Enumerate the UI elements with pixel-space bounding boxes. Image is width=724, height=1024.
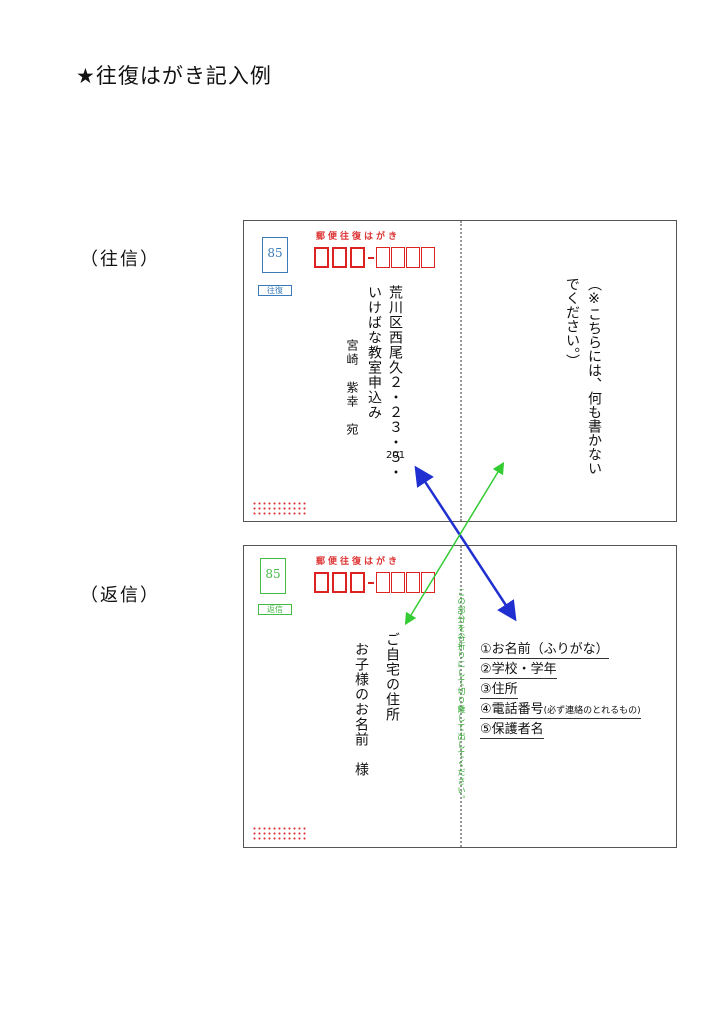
page-title: ★往復はがき記入例 — [76, 64, 272, 88]
dotted-footer-icon — [252, 501, 308, 515]
outgoing-label: （往信） — [80, 249, 160, 270]
fold-note: この部分を谷折りにして切り離して出してください。 — [457, 588, 466, 804]
card-header: 郵便往復はがき — [316, 557, 401, 567]
stamp-icon: 85 — [262, 237, 288, 273]
dotted-footer-icon — [252, 826, 308, 840]
list-item: ⑤保護者名 — [480, 718, 544, 739]
postal-code-boxes — [314, 572, 436, 593]
address-line: 荒川区西尾久２・２３・５・ — [387, 285, 403, 480]
address-room: 201 — [386, 450, 406, 461]
card-header: 郵便往復はがき — [316, 232, 401, 242]
list-item: ③住所 — [480, 678, 518, 699]
list-item: ①お名前（ふりがな） — [480, 638, 609, 659]
postal-code-boxes — [314, 247, 436, 268]
outgoing-card: 85 往復 郵便往復はがき 荒川区西尾久２・２３・５・ 201 いけばな教室申込… — [243, 220, 677, 522]
fold-line — [460, 546, 462, 847]
stamp-icon: 85 — [260, 558, 286, 594]
list-item: ④電話番号(必ず連絡のとれるもの) — [480, 698, 641, 719]
reply-address: ご自宅の住所 — [384, 632, 400, 722]
reply-label: （返信） — [80, 585, 160, 606]
recipient-name: 宮崎 紫幸 宛 — [345, 339, 359, 437]
stamp-tab: 往復 — [258, 285, 292, 296]
fold-line — [460, 221, 462, 521]
green-arrow — [404, 461, 505, 626]
reply-name: お子様のお名前 様 — [353, 642, 369, 777]
stamp-tab: 返信 — [258, 604, 292, 615]
right-note: （※こちらには、何も書かないでください。） — [564, 277, 602, 475]
list-item: ②学校・学年 — [480, 658, 557, 679]
recipient-org: いけばな教室申込み — [366, 285, 382, 420]
blue-arrow — [414, 465, 517, 622]
